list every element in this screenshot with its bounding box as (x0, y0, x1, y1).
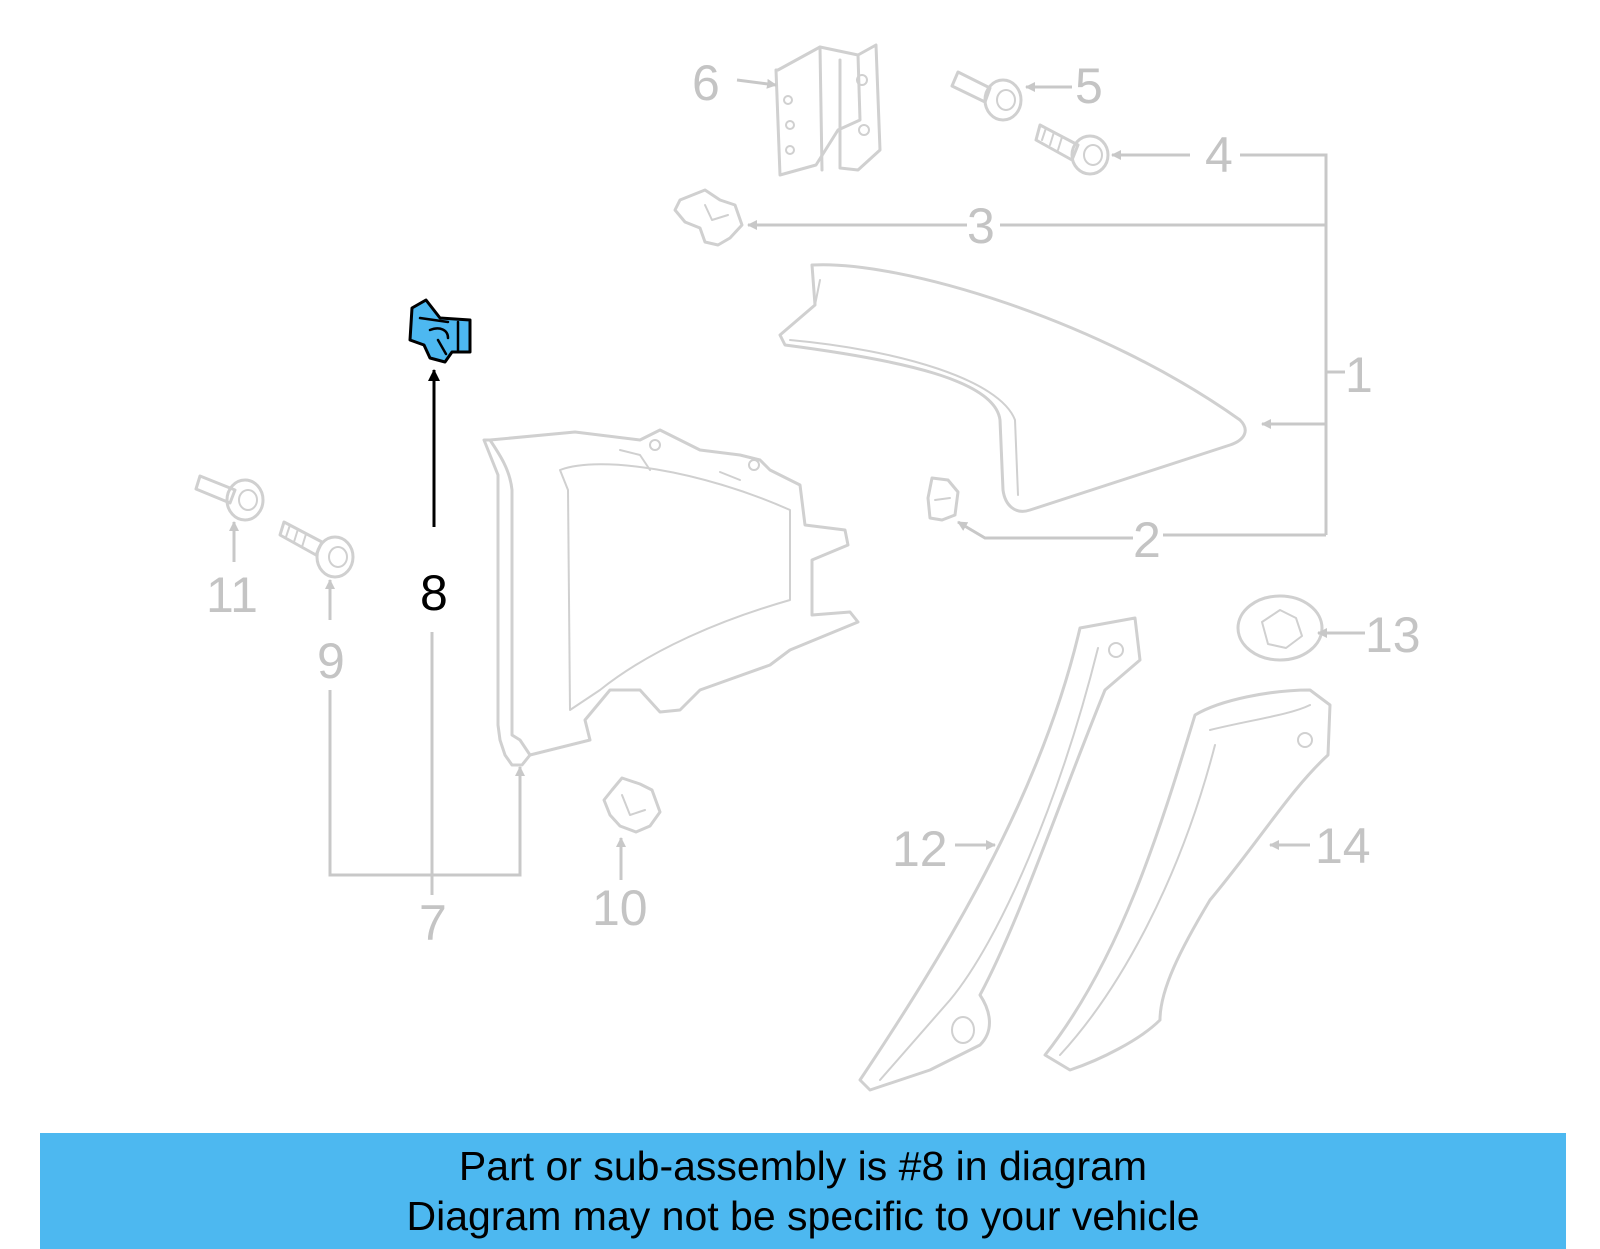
callout-13: 13 (1365, 607, 1421, 663)
callout-1: 1 (1345, 347, 1373, 403)
part-2-clip (926, 476, 960, 522)
part-4-screw (1034, 123, 1110, 176)
part-14-pillar-trim (1043, 688, 1332, 1072)
callout-3: 3 (967, 198, 995, 254)
callout-6: 6 (692, 55, 720, 111)
callout-7: 7 (419, 895, 447, 951)
part-13-grommet (1236, 594, 1324, 662)
banner-line-1: Part or sub-assembly is #8 in diagram (458, 1143, 1148, 1189)
callout-12: 12 (892, 821, 948, 877)
part-9-screw (278, 520, 355, 579)
part-10-clip (602, 776, 662, 834)
part-5-bolt (950, 70, 1023, 122)
part-7-quarter-trim (482, 428, 860, 767)
part-8-clip-highlighted (408, 298, 472, 364)
callout-8: 8 (420, 565, 448, 621)
callout-2: 2 (1133, 512, 1161, 568)
callout-lines (229, 78, 1365, 895)
callout-labels: 1 2 3 4 5 6 7 8 9 10 11 12 13 14 (206, 55, 1421, 951)
banner-line-2: Diagram may not be specific to your vehi… (406, 1193, 1200, 1239)
callout-10: 10 (592, 880, 648, 936)
callout-11: 11 (206, 567, 258, 623)
callout-4: 4 (1205, 127, 1233, 183)
part-6-bracket (774, 43, 882, 177)
callout-14: 14 (1315, 818, 1371, 874)
part-1-trim-panel (778, 263, 1247, 513)
callout-5: 5 (1075, 58, 1103, 114)
part-3-clip (673, 188, 744, 247)
part-12-pillar-trim (858, 616, 1142, 1092)
info-banner: Part or sub-assembly is #8 in diagram Di… (40, 1133, 1566, 1249)
part-11-bolt (194, 474, 265, 522)
callout-9: 9 (317, 633, 345, 689)
